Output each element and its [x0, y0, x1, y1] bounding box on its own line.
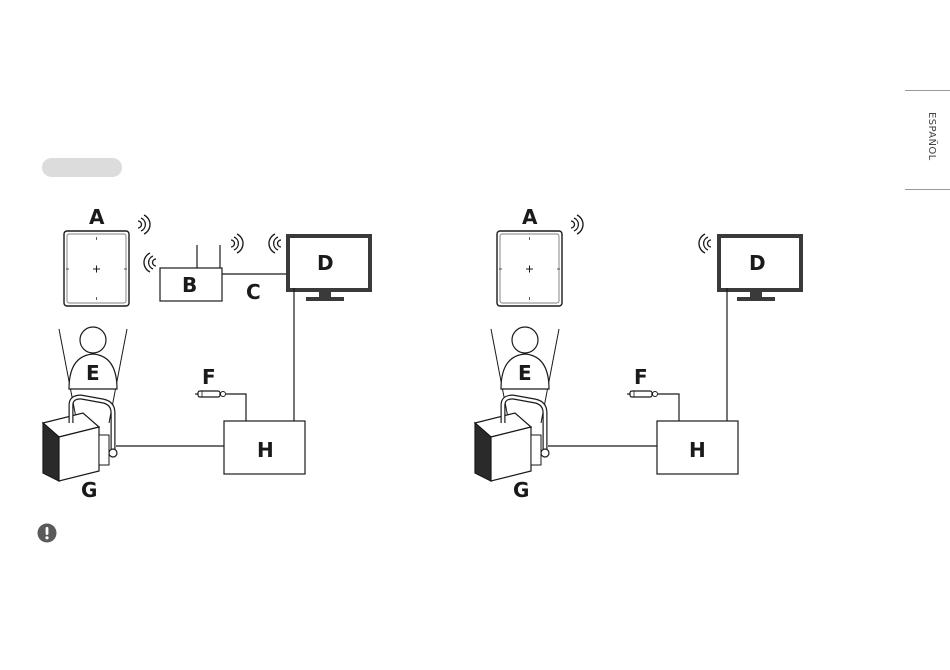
switch-cable [226, 394, 246, 421]
label-d: D [749, 251, 766, 275]
label-e: E [518, 361, 532, 385]
notice-exclamation-icon [37, 523, 57, 543]
label-a: A [89, 205, 105, 229]
detector-a [497, 231, 562, 306]
hand-switch-f [195, 391, 226, 397]
label-e: E [86, 361, 100, 385]
wireless-signal-icon [138, 215, 150, 234]
label-c: C [246, 280, 261, 304]
label-d: D [317, 251, 334, 275]
label-a: A [522, 205, 538, 229]
label-f: F [202, 365, 216, 389]
wireless-signal-icon [144, 253, 156, 272]
label-f: F [634, 365, 648, 389]
wireless-signal-icon [571, 215, 583, 234]
xray-tube-g [475, 397, 549, 481]
label-g: G [513, 478, 529, 502]
left-diagram: A B C D E F G H [43, 205, 370, 502]
label-h: H [689, 438, 706, 462]
hand-switch-f [627, 391, 658, 397]
wireless-signal-icon [699, 234, 711, 253]
wireless-signal-icon [231, 234, 243, 253]
right-diagram: A D E F G H [475, 205, 801, 502]
label-g: G [81, 478, 97, 502]
xray-tube-g [43, 397, 117, 481]
wireless-signal-icon [269, 234, 281, 253]
detector-a [64, 231, 129, 306]
label-b: B [182, 273, 197, 297]
switch-cable [658, 394, 679, 421]
label-h: H [257, 438, 274, 462]
